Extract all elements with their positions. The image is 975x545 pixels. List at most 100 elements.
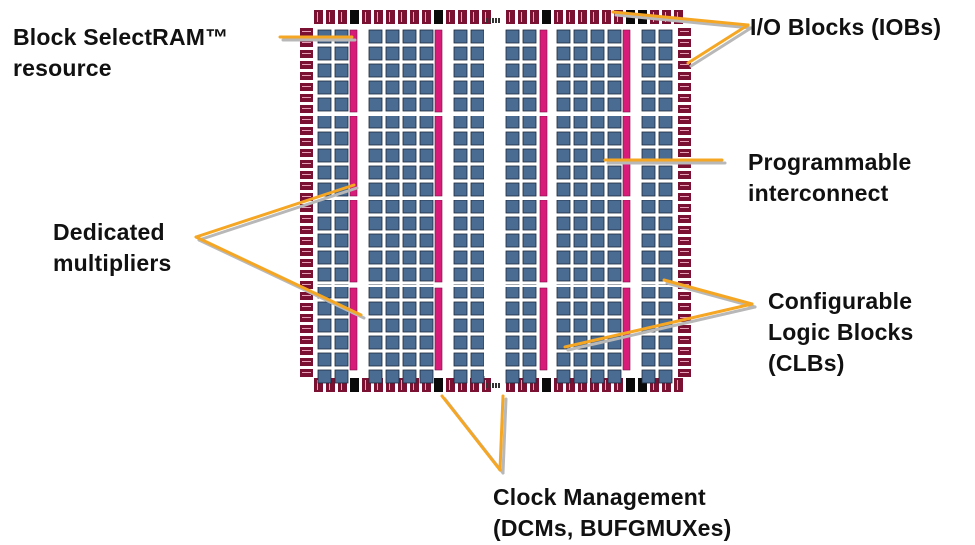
clb-block [470,63,485,78]
clb-block [470,369,485,384]
clb-block [419,369,434,384]
clb-block [505,148,520,163]
fpga-die [298,8,691,394]
clb-block [505,267,520,282]
iob-stripe [401,380,402,390]
clb-block [385,267,400,282]
clb-block [658,182,673,197]
clb-block [573,352,588,367]
iob-stripe [680,108,689,109]
iob-stripe [473,12,474,22]
clb-block [658,335,673,350]
clb-block [522,369,537,384]
iob-block [374,378,383,392]
iob-block [566,378,575,392]
clb-block [641,80,656,95]
iob-block [398,10,407,24]
clb-block [641,131,656,146]
block-ram-multiplier-column [434,287,443,371]
clb-block [641,233,656,248]
clb-block [470,267,485,282]
clb-block [385,318,400,333]
dedicated-multipliers-callout-upper [194,183,356,239]
iob-stripe [461,380,462,390]
block-ram-multiplier-column [349,199,358,283]
clb-block [590,97,605,112]
io-blocks-callout-top-shadow [614,13,753,30]
clb-block [368,318,383,333]
clb-block [590,148,605,163]
clb-block [419,301,434,316]
clb-block [402,80,417,95]
dcm-block [434,378,443,392]
clb-block [334,233,349,248]
clb-block [368,216,383,231]
configurable-logic-blocks-label: Configurable Logic Blocks (CLBs) [768,286,914,379]
clb-block [402,46,417,61]
clb-block [590,233,605,248]
clb-block [590,199,605,214]
clb-block [419,63,434,78]
clb-block [385,114,400,129]
iob-stripe [377,12,378,22]
clb-block [641,216,656,231]
clb-block [385,369,400,384]
clb-block [470,318,485,333]
clb-block [334,352,349,367]
clb-block [453,165,468,180]
iob-block [314,378,323,392]
block-ram-multiplier-column [434,29,443,113]
clb-block [505,216,520,231]
clb-block [607,131,622,146]
clb-block [470,46,485,61]
clb-block [590,318,605,333]
clb-block [317,233,332,248]
iob-stripe [302,317,311,318]
clb-block [368,233,383,248]
iob-stripe [653,380,654,390]
clb-block [402,352,417,367]
iob-block [374,10,383,24]
configurable-logic-blocks-label-line-1: Configurable [768,288,913,314]
iob-stripe [302,196,311,197]
configurable-logic-blocks-label-line-2: Logic Blocks [768,319,914,345]
iob-stripe [302,185,311,186]
iob-block [446,10,455,24]
clb-block [419,97,434,112]
clb-block [505,301,520,316]
clb-block [658,131,673,146]
clb-block [607,233,622,248]
iob-stripe [302,163,311,164]
clb-block [607,46,622,61]
iob-stripe [680,207,689,208]
iob-stripe [680,317,689,318]
clb-block [453,114,468,129]
iob-stripe [329,380,330,390]
clb-block [505,131,520,146]
iob-stripe [302,350,311,351]
iob-stripe [680,196,689,197]
clb-block [556,97,571,112]
block-ram-multiplier-column [539,199,548,283]
iob-block [578,378,587,392]
dedicated-multipliers-label: Dedicated multipliers [53,217,172,279]
iob-block [554,10,563,24]
clb-block [334,165,349,180]
clb-block [573,29,588,44]
clb-block [419,267,434,282]
iob-stripe [302,174,311,175]
iob-stripe [341,12,342,22]
clb-block [402,233,417,248]
clb-block [453,233,468,248]
clb-block [556,46,571,61]
clb-block [522,114,537,129]
iob-stripe [521,380,522,390]
clb-block [453,199,468,214]
clb-block [368,301,383,316]
iob-block [338,378,347,392]
clb-block [573,46,588,61]
clb-block [607,63,622,78]
clb-block [419,182,434,197]
clb-block [470,165,485,180]
iob-block [650,378,659,392]
